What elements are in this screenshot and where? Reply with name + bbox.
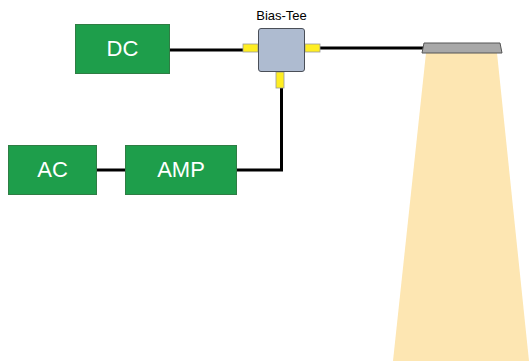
source-box: AC bbox=[8, 145, 97, 195]
port bbox=[276, 72, 284, 88]
source-box: DC bbox=[75, 24, 170, 74]
amplifier-box: AMP bbox=[125, 145, 237, 195]
box-label: DC bbox=[107, 36, 139, 62]
light-beam bbox=[393, 53, 529, 361]
box-label: AC bbox=[37, 157, 68, 183]
cable bbox=[237, 72, 282, 170]
port bbox=[305, 44, 320, 52]
component-label: Bias-Tee bbox=[256, 8, 307, 23]
port bbox=[243, 44, 258, 52]
box-label: AMP bbox=[157, 157, 205, 183]
bias-tee-box: Bias-Tee bbox=[258, 28, 305, 72]
lamp-head bbox=[422, 43, 502, 53]
output-wire bbox=[320, 47, 424, 50]
cable bbox=[97, 169, 125, 172]
